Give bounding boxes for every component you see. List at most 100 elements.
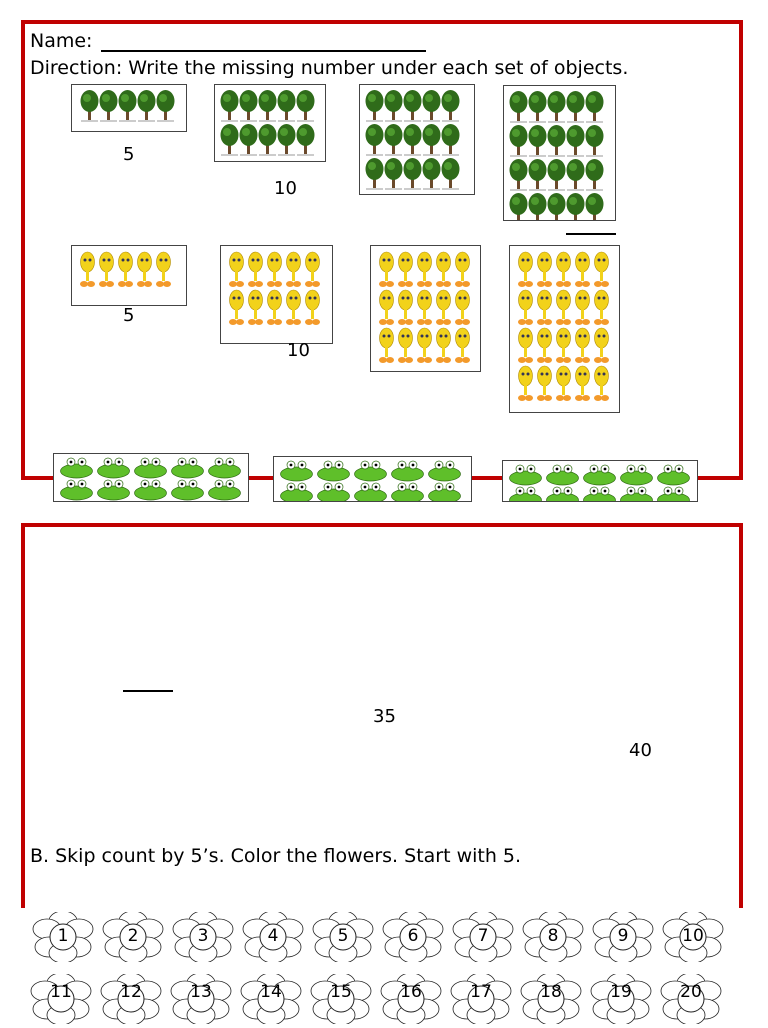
flower-item[interactable]: 5 (311, 910, 375, 964)
bird-answer-1: 5 (123, 305, 135, 326)
tree-icon (403, 90, 422, 122)
tree-icon (509, 159, 528, 191)
bird-icon (575, 365, 590, 401)
bird-icon (556, 251, 571, 287)
frog-set-1 (53, 453, 249, 502)
bird-icon (537, 327, 552, 363)
frog-answer-2: 40 (629, 740, 652, 761)
bird-icon (575, 251, 590, 287)
tree-icon (258, 124, 277, 156)
tree-icon (80, 90, 99, 122)
flower-item[interactable]: 7 (451, 910, 515, 964)
tree-icon (509, 91, 528, 123)
frog-icon (60, 457, 93, 479)
tree-icon (566, 193, 585, 220)
flower-number: 11 (50, 982, 72, 1002)
bird-icon (594, 289, 609, 325)
frog-icon (428, 460, 461, 482)
tree-icon (566, 159, 585, 191)
flower-item[interactable]: 19 (589, 972, 653, 1026)
bird-icon (417, 289, 432, 325)
tree-icon (441, 90, 460, 122)
bird-icon (594, 327, 609, 363)
bird-icon (436, 251, 451, 287)
tree-icon (422, 90, 441, 122)
bird-icon (594, 365, 609, 401)
bird-icon (436, 327, 451, 363)
flower-number: 18 (540, 982, 562, 1002)
frog-icon (546, 486, 579, 501)
tree-icon (509, 125, 528, 157)
flower-number: 10 (682, 926, 704, 946)
flower-item[interactable]: 15 (309, 972, 373, 1026)
direction-text: Direction: Write the missing number unde… (30, 57, 629, 79)
flower-item[interactable]: 17 (449, 972, 513, 1026)
frog-icon (657, 486, 690, 501)
frog-icon (583, 486, 616, 501)
frog-icon (428, 482, 461, 501)
bird-icon (229, 289, 244, 325)
flower-item[interactable]: 4 (241, 910, 305, 964)
tree-icon (441, 124, 460, 156)
tree-icon (118, 90, 137, 122)
tree-icon (547, 91, 566, 123)
frog-set-3 (502, 460, 698, 502)
bird-icon (305, 251, 320, 287)
flower-item[interactable]: 8 (521, 910, 585, 964)
tree-set-1 (71, 84, 187, 132)
frog-icon (546, 464, 579, 486)
frog-answer-blank[interactable] (123, 690, 173, 692)
flower-item[interactable]: 2 (101, 910, 165, 964)
bird-icon (417, 327, 432, 363)
bird-set-2 (220, 245, 333, 344)
flower-item[interactable]: 11 (29, 972, 93, 1026)
tree-icon (509, 193, 528, 220)
flower-item[interactable]: 18 (519, 972, 583, 1026)
tree-answer-blank[interactable] (566, 233, 616, 235)
flower-number: 1 (57, 926, 69, 946)
flower-number: 3 (197, 926, 209, 946)
flower-item[interactable]: 3 (171, 910, 235, 964)
bird-icon (99, 251, 114, 287)
bird-icon (248, 251, 263, 287)
flower-item[interactable]: 9 (591, 910, 655, 964)
flower-item[interactable]: 14 (239, 972, 303, 1026)
flower-number: 17 (470, 982, 492, 1002)
flower-item[interactable]: 1 (31, 910, 95, 964)
flower-item[interactable]: 16 (379, 972, 443, 1026)
flower-item[interactable]: 20 (659, 972, 723, 1026)
flower-number: 13 (190, 982, 212, 1002)
flower-item[interactable]: 12 (99, 972, 163, 1026)
tree-icon (528, 159, 547, 191)
tree-icon (220, 90, 239, 122)
tree-icon (296, 90, 315, 122)
flower-number: 9 (617, 926, 629, 946)
bird-icon (537, 289, 552, 325)
bird-set-3 (370, 245, 481, 372)
tree-icon (547, 125, 566, 157)
bird-icon (379, 251, 394, 287)
flower-item[interactable]: 10 (661, 910, 725, 964)
bird-icon (556, 289, 571, 325)
flower-item[interactable]: 13 (169, 972, 233, 1026)
frog-icon (620, 486, 653, 501)
tree-icon (99, 90, 118, 122)
tree-answer-2: 10 (274, 178, 297, 199)
name-field[interactable] (101, 50, 426, 52)
tree-icon (547, 193, 566, 220)
bird-icon (556, 365, 571, 401)
flower-number: 7 (477, 926, 489, 946)
tree-icon (239, 90, 258, 122)
frog-icon (354, 482, 387, 501)
bird-set-4 (509, 245, 620, 413)
bird-icon (286, 289, 301, 325)
tree-icon (296, 124, 315, 156)
page-gap (0, 502, 768, 520)
flower-item[interactable]: 6 (381, 910, 445, 964)
tree-icon (403, 124, 422, 156)
frog-icon (97, 479, 130, 501)
frog-icon (60, 479, 93, 501)
bird-icon (518, 327, 533, 363)
bird-icon (594, 251, 609, 287)
